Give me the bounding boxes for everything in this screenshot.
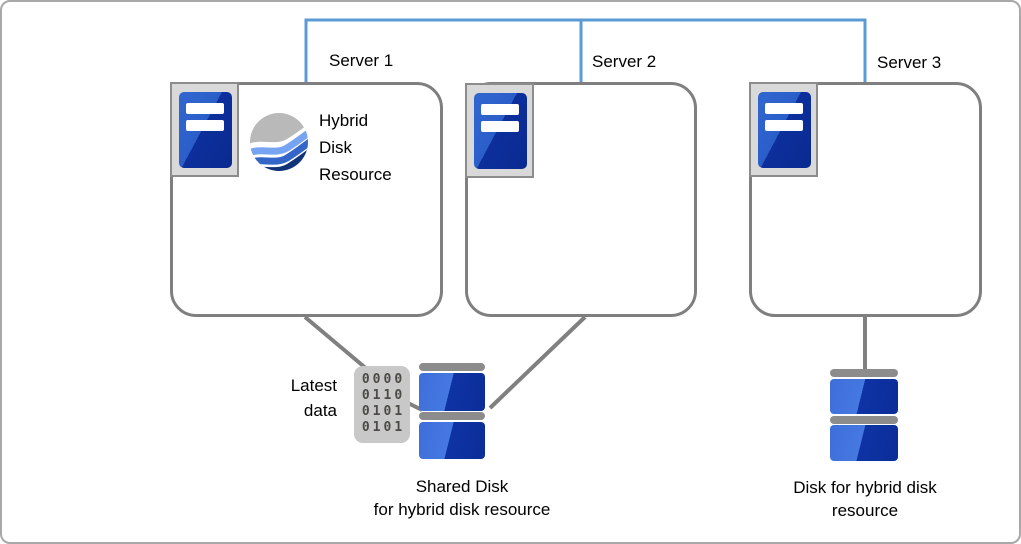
latest-data-label: Latest data: [290, 376, 337, 420]
server-3-box: [749, 82, 982, 317]
hybrid-disk-resource-label: Hybrid Disk Resource: [319, 111, 392, 184]
server-1-label: Server 1: [329, 51, 394, 70]
server-icon: [749, 82, 818, 177]
binary-data-icon: 0000 0110 0101 0101: [354, 366, 410, 443]
hybrid-disk-caption: Disk for hybrid disk resource: [793, 478, 937, 520]
server-icon: [465, 83, 534, 178]
hybrid-disk-icon: [830, 369, 898, 461]
server-icon: [170, 82, 239, 177]
hybrid-disk-resource-icon: [250, 113, 308, 171]
server-3-label: Server 3: [877, 53, 942, 72]
shared-disk-caption: Shared Disk for hybrid disk resource: [373, 477, 551, 519]
server-2-label: Server 2: [592, 52, 657, 71]
shared-disk-icon: [419, 363, 485, 459]
